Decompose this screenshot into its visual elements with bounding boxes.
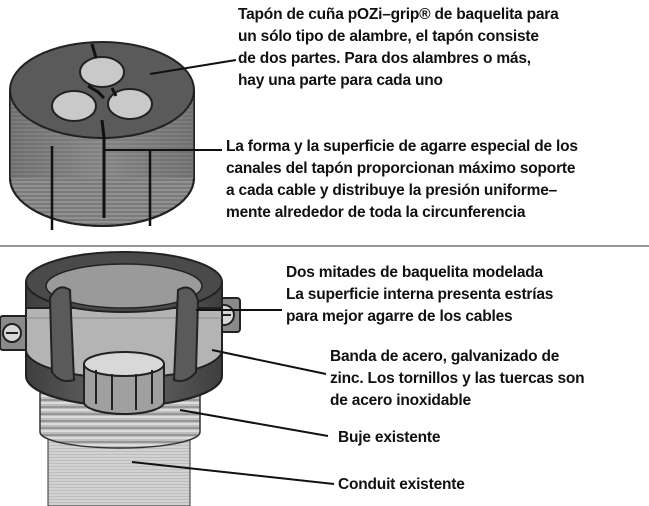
leader-top-1 — [149, 59, 237, 75]
callout-line: para mejor agarre de los cables — [286, 308, 513, 325]
leader-bottom-3 — [179, 409, 329, 437]
callout-existing-bushing: Buje existente — [338, 427, 440, 449]
callout-line: hay una parte para cada uno — [238, 72, 443, 89]
leader-bottom-2 — [211, 349, 327, 375]
callout-bakelite-halves: Dos mitades de baquelita modelada La sup… — [286, 262, 553, 328]
bakelite-half-left — [48, 286, 76, 382]
callout-line: zinc. Los tornillos y las tuercas son — [330, 370, 585, 387]
bakelite-half-right — [172, 286, 200, 382]
callout-line: La forma y la superficie de agarre espec… — [226, 138, 578, 155]
callout-line: Buje existente — [338, 429, 441, 446]
callout-line: Dos mitades de baquelita modelada — [286, 264, 543, 281]
callout-channel-shape: La forma y la superficie de agarre espec… — [226, 136, 578, 224]
callout-line: un sólo tipo de alambre, el tapón consis… — [238, 28, 539, 45]
callout-steel-band: Banda de acero, galvanizado de zinc. Los… — [330, 346, 585, 412]
callout-existing-conduit: Conduit existente — [338, 474, 465, 496]
cable-channel-3 — [51, 90, 97, 122]
callout-line: a cada cable y distribuye la presión uni… — [226, 182, 558, 199]
cable-channel-1 — [79, 56, 125, 88]
callout-line: mente alrededor de toda la circunferenci… — [226, 204, 526, 221]
callout-line: canales del tapón proporcionan máximo so… — [226, 160, 576, 177]
leader-bottom-4 — [131, 461, 335, 485]
callout-line: Conduit existente — [338, 476, 465, 493]
cable-channel-2 — [107, 88, 153, 120]
cord-grip-body — [0, 251, 241, 415]
callout-plug-description: Tapón de cuña pOZi–grip® de baquelita pa… — [238, 4, 559, 92]
wedge-plug — [9, 41, 195, 230]
callout-line: de acero inoxidable — [330, 392, 471, 409]
callout-line: Banda de acero, galvanizado de — [330, 348, 560, 365]
plug-split-line — [87, 43, 118, 218]
callout-line: de dos partes. Para dos alambres o más, — [238, 50, 531, 67]
callout-line: La superficie interna presenta estrías — [286, 286, 554, 303]
callout-line: Tapón de cuña pOZi–grip® de baquelita pa… — [238, 6, 559, 23]
